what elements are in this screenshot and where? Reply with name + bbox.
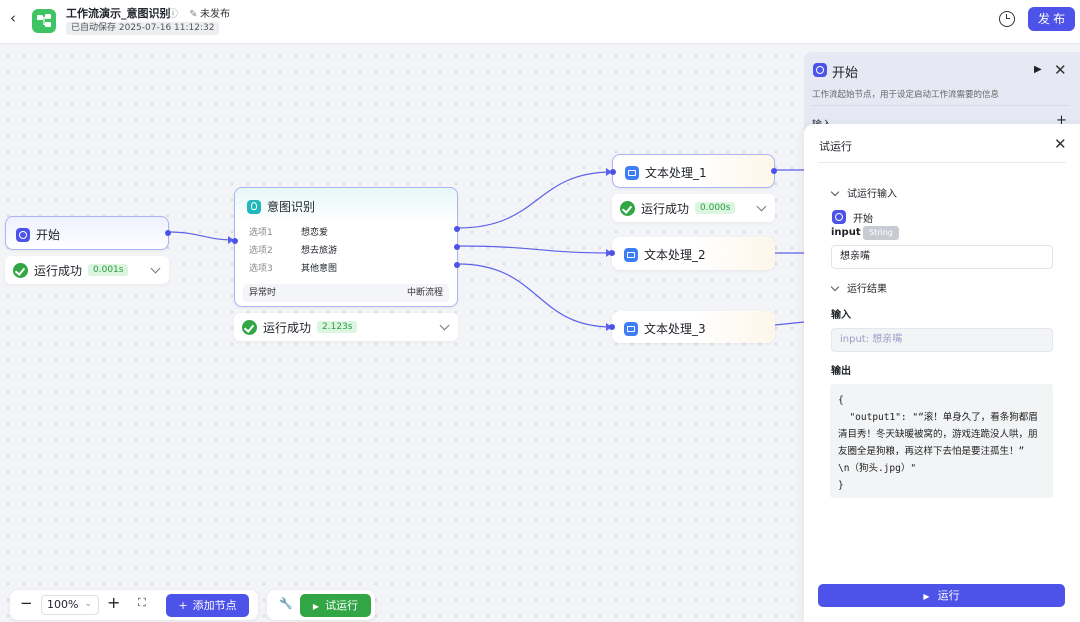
- intent-node-icon: [247, 199, 261, 214]
- start-node-panel: 开始 ▶ ✕ 工作流起始节点，用于设定启动工作流需要的信息 输入 +: [804, 52, 1080, 132]
- edge-intent-text3: [457, 263, 613, 328]
- start-node[interactable]: 开始: [5, 216, 171, 250]
- test-panel-title: 试运行: [819, 140, 852, 153]
- start-node-icon: [16, 227, 30, 242]
- edge-intent-text1: [457, 171, 613, 229]
- workflow-logo-icon: [32, 9, 56, 33]
- edge-start-intent: [168, 231, 235, 241]
- fit-view-icon[interactable]: ⛶: [138, 596, 146, 609]
- exception-row: 异常时 中断流程: [243, 284, 449, 302]
- test-input-section[interactable]: 试运行输入: [830, 185, 897, 200]
- publish-status: 未发布: [200, 9, 230, 20]
- intent-node-title: 意图识别: [267, 200, 316, 214]
- result-input-label: 输入: [831, 310, 851, 321]
- start-node-icon: [813, 63, 827, 77]
- start-node-icon: [832, 210, 846, 224]
- wrench-icon[interactable]: 🔧: [279, 597, 293, 610]
- test-run-button[interactable]: ▶试运行: [300, 594, 371, 617]
- close-icon[interactable]: ✕: [1054, 135, 1067, 153]
- chevron-down-icon[interactable]: [439, 320, 450, 331]
- play-icon[interactable]: ▶: [1034, 64, 1042, 75]
- top-bar: ‹ 工作流演示_意图识别 ⓘ ✎ 未发布 已自动保存 2025-07-16 11…: [0, 0, 1080, 44]
- add-input-icon[interactable]: +: [1056, 113, 1067, 128]
- zoom-select[interactable]: 100%⌄: [41, 595, 99, 615]
- intent-node-status[interactable]: 运行成功 2.123s: [234, 313, 458, 341]
- close-icon[interactable]: ✕: [1054, 61, 1067, 79]
- success-icon: [13, 262, 28, 278]
- start-panel-title: 开始: [832, 66, 859, 81]
- chevron-left-icon[interactable]: ‹: [10, 9, 16, 27]
- param-value-input[interactable]: 想亲嘴: [831, 245, 1053, 269]
- success-icon: [242, 319, 257, 335]
- run-button[interactable]: ▶运行: [818, 584, 1065, 607]
- option-label: 选项3: [249, 264, 273, 274]
- input-node-name: 开始: [853, 214, 873, 225]
- run-time-badge: 0.000s: [695, 202, 736, 214]
- add-node-button[interactable]: +添加节点: [166, 594, 249, 617]
- start-node-status[interactable]: 运行成功 0.001s: [5, 256, 169, 284]
- chevron-down-icon[interactable]: [756, 201, 767, 212]
- text-node-icon: [625, 165, 639, 180]
- option-label: 选项2: [249, 246, 273, 256]
- zoom-toolbar: − 100%⌄ + ⛶ +添加节点: [10, 590, 258, 620]
- clock-icon[interactable]: [999, 11, 1015, 27]
- test-toolbar: 🔧 ▶试运行: [267, 590, 375, 620]
- autosave-badge: 已自动保存 2025-07-16 11:12:32: [66, 22, 220, 35]
- test-result-section[interactable]: 运行结果: [830, 280, 887, 295]
- result-output-label: 输出: [831, 366, 851, 377]
- intent-node[interactable]: 意图识别 选项1 想恋爱 选项2 想去旅游 选项3 其他意图 异常时 中断流程: [232, 187, 460, 307]
- text-node-1[interactable]: 文本处理_1: [610, 154, 777, 188]
- zoom-out-icon[interactable]: −: [20, 594, 33, 612]
- run-time-badge: 0.001s: [88, 264, 129, 276]
- test-run-panel: 试运行 ✕ 试运行输入 开始 input String 想亲嘴 运行结果 输入 …: [804, 124, 1080, 622]
- param-type-badge: String: [863, 226, 899, 240]
- info-edit-icon[interactable]: ⓘ ✎: [168, 9, 202, 20]
- success-icon: [620, 200, 635, 216]
- run-time-badge: 2.123s: [317, 321, 358, 333]
- start-node-title: 开始: [36, 228, 61, 242]
- edge-intent-text2: [457, 245, 613, 254]
- publish-button[interactable]: 发 布: [1028, 7, 1075, 31]
- option-value: 想去旅游: [301, 246, 338, 256]
- param-name: input: [831, 227, 861, 238]
- chevron-down-icon[interactable]: [150, 263, 161, 274]
- text-node-2[interactable]: 文本处理_2: [609, 237, 775, 270]
- option-value: 想恋爱: [301, 228, 329, 238]
- start-panel-description: 工作流起始节点，用于设定启动工作流需要的信息: [812, 90, 1000, 100]
- option-value: 其他意图: [301, 264, 338, 274]
- workflow-title: 工作流演示_意图识别: [66, 7, 171, 20]
- text-node-1-status[interactable]: 运行成功 0.000s: [612, 194, 775, 222]
- zoom-in-icon[interactable]: +: [107, 593, 121, 612]
- edge-text3-out: [774, 321, 805, 326]
- text-node-3[interactable]: 文本处理_3: [609, 311, 775, 343]
- text-node-icon: [624, 247, 638, 262]
- text-node-icon: [624, 321, 638, 336]
- result-input-value: input: 想亲嘴: [831, 328, 1053, 352]
- output-json: { "output1": "“滚！单身久了，看条狗都眉清目秀！冬天缺暖被窝的，游…: [830, 384, 1053, 498]
- option-label: 选项1: [249, 228, 273, 238]
